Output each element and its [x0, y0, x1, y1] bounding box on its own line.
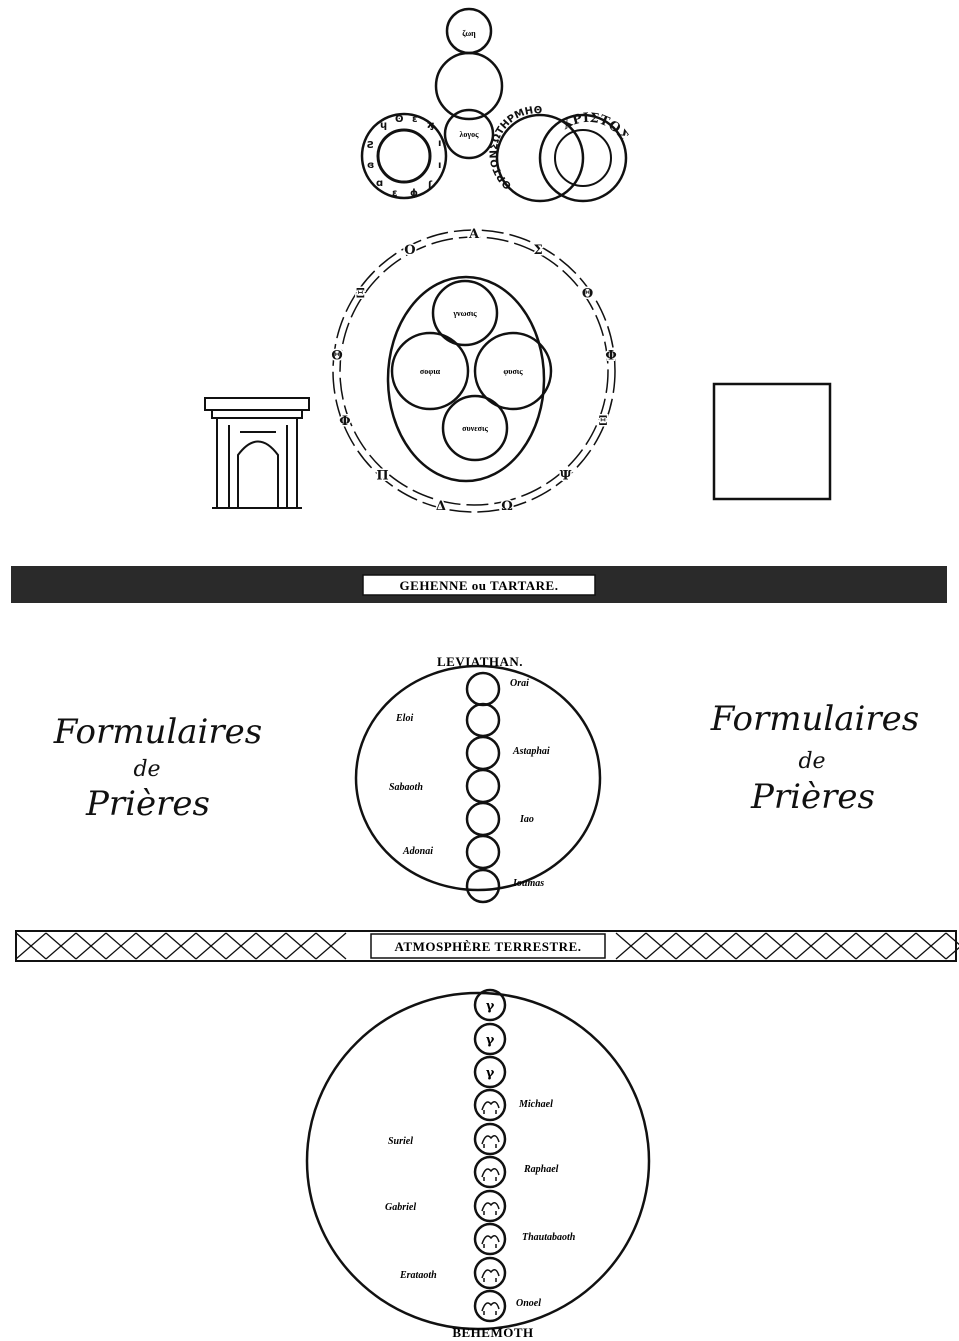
behemoth-small-circle: [475, 1224, 505, 1254]
right-ring-text: XPIΣTOΣ: [559, 111, 630, 144]
svg-text:ɑ: ɑ: [376, 178, 383, 189]
behemoth-label-left-3: Erataoth: [399, 1270, 437, 1281]
leviathan-label-left-2: Sabaoth: [389, 782, 423, 793]
chain-ring-letter: Ξ: [598, 414, 607, 429]
behemoth-circle-group: γ γ γ Suriel Gabriel Erataoth Michael Raph…: [307, 990, 649, 1340]
leviathan-small-circle: [467, 704, 499, 736]
behemoth-label-right-2: Raphael: [523, 1164, 559, 1175]
empty-square: [714, 384, 830, 499]
behemoth-symbol: γ: [486, 1066, 495, 1081]
svg-text:ε: ε: [392, 188, 398, 199]
animal-figure-icon: [482, 1203, 499, 1215]
chain-ring-letter: Φ: [339, 414, 350, 429]
behemoth-label-left-2: Gabriel: [385, 1202, 416, 1213]
inner-circle-left-label: σοφια: [420, 367, 441, 376]
leviathan-small-circle: [467, 836, 499, 868]
behemoth-small-circle: [475, 1191, 505, 1221]
behemoth-symbol: γ: [486, 999, 495, 1014]
behemoth-small-circle: [475, 1291, 505, 1321]
leviathan-ellipse: [356, 666, 600, 890]
svg-text:ɥ: ɥ: [380, 120, 387, 131]
behemoth-label-right-4: Onoel: [516, 1298, 541, 1309]
behemoth-ellipse: [307, 993, 649, 1329]
behemoth-symbol: γ: [486, 1033, 495, 1048]
chain-ring-letter: Ψ: [560, 468, 572, 483]
behemoth-label-right-1: Michael: [518, 1099, 553, 1110]
animal-figure-icon: [482, 1236, 499, 1248]
inner-circle-right-label: φυσις: [503, 367, 523, 376]
svg-text:ɸ: ɸ: [410, 188, 418, 199]
gehenna-banner: GEHENNE ou TARTARE.: [11, 566, 947, 603]
leviathan-circle-column: [467, 673, 499, 902]
animal-figure-icon: [482, 1303, 499, 1315]
leviathan-label-right-1: Orai: [510, 678, 529, 689]
left-side-text: Formulaires de Prières: [53, 712, 262, 824]
behemoth-label-right-3: Thautabaoth: [522, 1232, 576, 1243]
right-text-line1: Formulaires: [710, 699, 919, 739]
animal-figure-icon: [482, 1136, 499, 1148]
chain-ring-letter: Ο: [404, 243, 415, 258]
animal-figure-icon: [482, 1102, 499, 1114]
left-inner-ring: [378, 130, 430, 182]
behemoth-small-circle: [475, 1090, 505, 1120]
top-circle-label: ζωη: [462, 29, 476, 38]
altar-gate-drawing: [205, 398, 309, 508]
animal-figure-icon: [482, 1270, 499, 1282]
right-ring-text-2: ΘPTΩNΣΩTHPMHΘ: [489, 105, 543, 191]
leviathan-label-left-3: Adonai: [402, 846, 433, 857]
inner-circle-bottom-label: συνεσις: [462, 424, 488, 433]
leviathan-label-left-1: Eloi: [395, 713, 413, 724]
behemoth-small-circle: [475, 1258, 505, 1288]
right-text-line2: de: [798, 749, 825, 774]
inner-circle-top-label: γνωσις: [452, 309, 477, 318]
chain-ring-letter: Ξ: [356, 287, 365, 302]
atmosphere-banner: ATMOSPHÈRE TERRESTRE.: [16, 931, 959, 961]
chain-ring-letter: Ω: [501, 499, 513, 514]
leviathan-circle-group: LEVIATHAN. Eloi Sabaoth Adonai Orai Asta…: [356, 654, 600, 902]
svg-text:Ƨ: Ƨ: [367, 140, 374, 151]
center-circle-label: λογος: [459, 130, 479, 139]
gehenna-label: GEHENNE ou TARTARE.: [400, 578, 559, 593]
behemoth-label-left-1: Suriel: [388, 1136, 413, 1147]
svg-text:ʃ: ʃ: [427, 180, 433, 191]
right-text-line3: Prières: [750, 777, 875, 817]
left-text-line2: de: [133, 757, 160, 782]
animal-figure-icon: [482, 1169, 499, 1181]
svg-text:ı: ı: [438, 138, 441, 149]
svg-text:ϗ: ϗ: [427, 120, 434, 131]
right-side-text: Formulaires de Prières: [710, 699, 919, 817]
leviathan-label-right-4: Ioumas: [512, 878, 544, 889]
middle-circle-group: A Σ Θ Φ Ξ Ψ Ω Δ Π Φ Θ Ξ Ο γνωσις σοφια φυσις συνεσις: [331, 227, 616, 514]
leviathan-label-right-3: Iao: [519, 814, 534, 825]
left-text-line1: Formulaires: [53, 712, 262, 752]
chain-ring-letter: Δ: [436, 499, 446, 514]
behemoth-small-circle: [475, 1157, 505, 1187]
leviathan-small-circle: [467, 870, 499, 902]
behemoth-circle-column: γ γ γ: [475, 990, 505, 1321]
chain-ring-letter: Φ: [605, 348, 616, 363]
leviathan-small-circle: [467, 673, 499, 705]
svg-text:ʘ: ʘ: [395, 114, 404, 125]
chain-ring-letter: Θ: [582, 287, 593, 302]
leviathan-small-circle: [467, 803, 499, 835]
leviathan-small-circle: [467, 737, 499, 769]
atmosphere-label: ATMOSPHÈRE TERRESTRE.: [394, 939, 581, 954]
chain-ring-letter: Π: [376, 468, 388, 483]
chain-ring-letter: Σ: [534, 243, 543, 258]
svg-text:ε: ε: [412, 114, 418, 125]
leviathan-small-circle: [467, 770, 499, 802]
behemoth-title: BEHEMOTH: [452, 1325, 533, 1340]
chain-ring-letter: A: [468, 227, 480, 242]
left-text-line3: Prières: [85, 784, 210, 824]
svg-text:ı: ı: [438, 160, 441, 171]
behemoth-small-circle: [475, 1124, 505, 1154]
svg-text:ɞ: ɞ: [367, 160, 374, 171]
leviathan-label-right-2: Astaphai: [512, 746, 550, 757]
chain-ring-letter: Θ: [331, 348, 342, 363]
